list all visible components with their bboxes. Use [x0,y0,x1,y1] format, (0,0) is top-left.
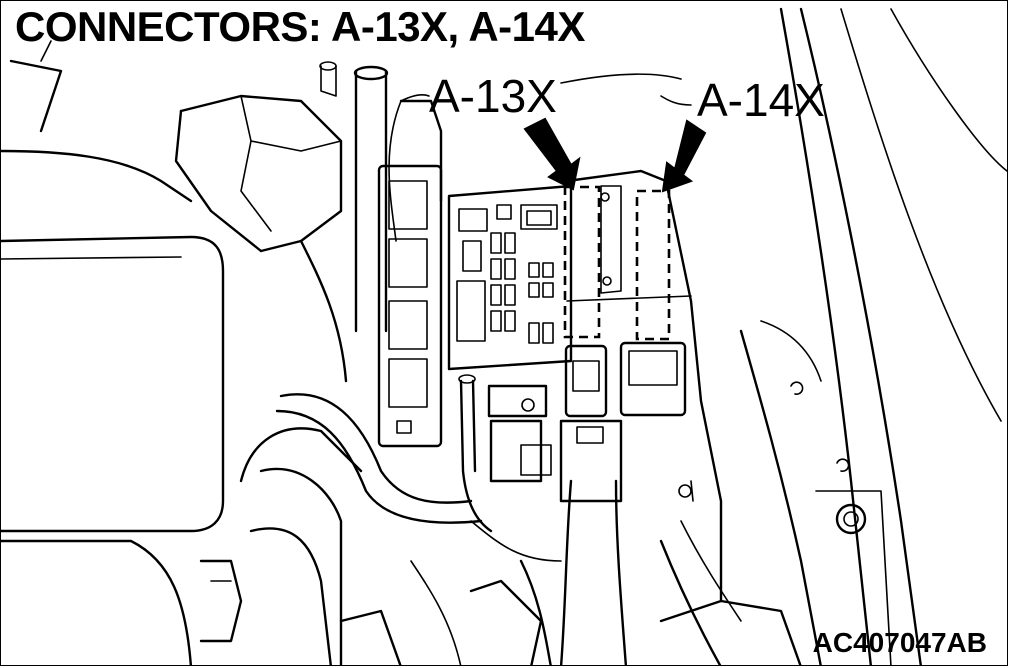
connector-block [563,169,723,623]
connector-a13x-outline [563,185,601,339]
wiring-harness [275,374,722,665]
callout-label-a13x: A-13X [429,70,557,122]
air-cleaner-housing [1,40,225,665]
fuse-box [447,184,573,371]
callout-arrows [400,73,707,193]
intake-hose [174,94,348,383]
arrow-a13x-icon [523,117,581,191]
lower-engine-parts [199,427,802,665]
figure-code: AC407047AB [812,627,987,658]
callout-label-a14x: A-14X [697,74,825,126]
bolt-hole-icon [835,503,867,535]
page-title: CONNECTORS: A-13X, A-14X [15,3,585,50]
relay-column [377,164,443,448]
arrow-a14x-icon [661,119,707,193]
plug-connectors [487,341,694,503]
vertical-pipes [319,61,443,333]
fuse-row [490,232,554,344]
connector-a14x-outline [635,189,671,341]
fender-panel [739,7,1007,665]
